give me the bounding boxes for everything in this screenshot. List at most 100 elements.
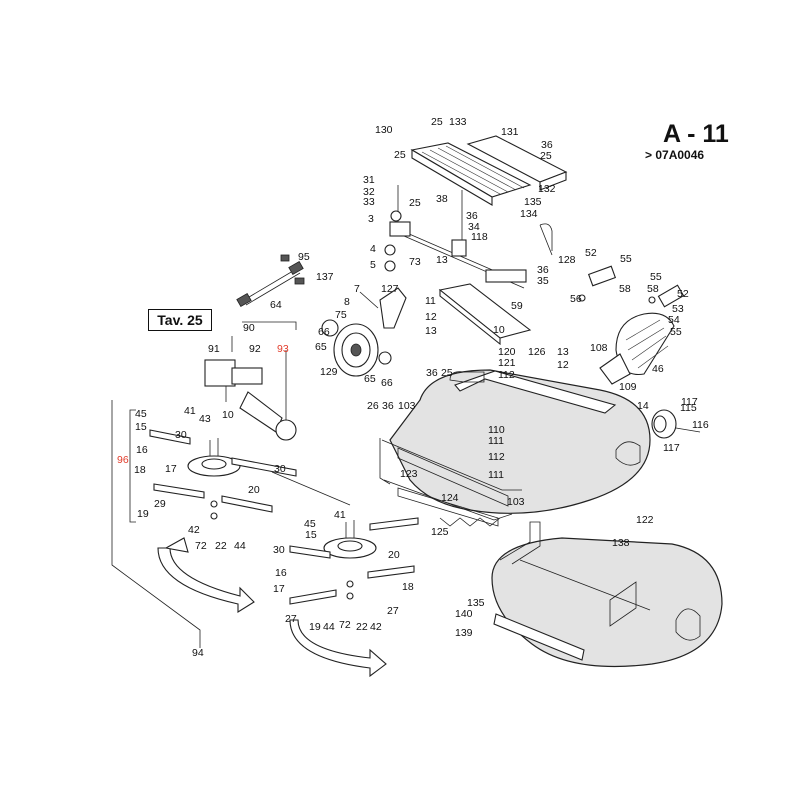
callout-33: 33	[363, 196, 375, 208]
callout-13: 13	[425, 325, 437, 337]
callout-18: 18	[134, 464, 146, 476]
callout-17: 17	[165, 463, 177, 475]
serial-range: > 07A0046	[645, 148, 705, 162]
callout-34: 34	[468, 221, 480, 233]
callout-44: 44	[234, 540, 246, 552]
callout-94: 94	[192, 647, 204, 659]
mower-deck-lower	[491, 521, 723, 668]
callout-8: 8	[344, 296, 350, 308]
callout-46: 46	[652, 363, 664, 375]
callout-22: 22	[215, 540, 227, 552]
rotation-arrow-right	[289, 619, 387, 678]
callout-26: 26	[367, 400, 379, 412]
callout-45: 45	[304, 518, 316, 530]
callout-36: 36	[541, 139, 553, 151]
callout-35: 35	[537, 275, 549, 287]
callout-20: 20	[248, 484, 260, 496]
roller-wheel	[651, 409, 701, 439]
callout-121: 121	[498, 357, 516, 369]
callout-126: 126	[528, 346, 546, 358]
callout-92: 92	[249, 343, 261, 355]
callout-90: 90	[243, 322, 255, 334]
callout-123: 123	[400, 468, 418, 480]
callout-55: 55	[670, 326, 682, 338]
callout-65: 65	[315, 341, 327, 353]
callout-14: 14	[637, 400, 649, 412]
callout-66: 66	[318, 326, 330, 338]
callout-15: 15	[135, 421, 147, 433]
callout-112: 112	[488, 451, 505, 463]
callout-10: 10	[493, 324, 505, 336]
callout-56: 56	[570, 293, 582, 305]
callout-17: 17	[273, 583, 285, 595]
callout-55: 55	[650, 271, 662, 283]
mower-deck-upper	[381, 369, 651, 521]
callout-38: 38	[436, 193, 448, 205]
callout-45: 45	[135, 408, 147, 420]
callout-58: 58	[647, 283, 659, 295]
callout-58: 58	[619, 283, 631, 295]
rotation-arrow-left	[157, 537, 255, 613]
callout-31: 31	[363, 174, 375, 186]
callout-41: 41	[184, 405, 196, 417]
callout-25: 25	[441, 367, 453, 379]
callout-3: 3	[368, 213, 374, 225]
callout-18: 18	[402, 581, 414, 593]
callout-72: 72	[195, 540, 207, 552]
deck-rails	[379, 438, 509, 527]
callout-13: 13	[557, 346, 569, 358]
callout-11: 11	[425, 295, 436, 307]
callout-30: 30	[175, 429, 187, 441]
callout-10: 10	[222, 409, 234, 421]
callout-112: 112	[498, 369, 515, 381]
callout-117: 117	[663, 442, 680, 454]
callout-52: 52	[585, 247, 597, 259]
callout-132: 132	[538, 183, 556, 195]
callout-127: 127	[381, 283, 399, 295]
callout-55: 55	[620, 253, 632, 265]
callout-25: 25	[431, 116, 443, 128]
callout-16: 16	[136, 444, 148, 456]
callout-59: 59	[511, 300, 523, 312]
callout-91: 91	[208, 343, 220, 355]
footrest-platform	[410, 135, 568, 206]
callout-20: 20	[388, 549, 400, 561]
callout-25: 25	[540, 150, 552, 162]
callout-118: 118	[471, 231, 488, 243]
callout-133: 133	[449, 116, 467, 128]
callout-131: 131	[501, 126, 519, 138]
callout-42: 42	[188, 524, 200, 536]
callout-36: 36	[426, 367, 438, 379]
callout-36: 36	[466, 210, 478, 222]
callout-32: 32	[363, 186, 375, 198]
callout-137: 137	[316, 271, 334, 283]
callout-111: 111	[488, 469, 504, 481]
callout-25: 25	[409, 197, 421, 209]
callout-139: 139	[455, 627, 473, 639]
callout-103: 103	[398, 400, 416, 412]
table-code: A - 11	[663, 120, 729, 148]
callout-130: 130	[375, 124, 393, 136]
callout-124: 124	[441, 492, 459, 504]
callout-66: 66	[381, 377, 393, 389]
callout-95: 95	[298, 251, 310, 263]
callout-43: 43	[199, 413, 211, 425]
callout-122: 122	[636, 514, 654, 526]
callout-117: 117	[681, 396, 698, 408]
callout-13: 13	[436, 254, 448, 266]
side-bracket	[438, 283, 532, 346]
callout-135: 135	[467, 597, 485, 609]
blade-assembly-right	[289, 517, 419, 605]
discharge-chute	[599, 312, 675, 385]
callout-115: 115	[680, 402, 697, 414]
callout-138: 138	[612, 537, 630, 549]
callout-128: 128	[558, 254, 576, 266]
callout-36: 36	[537, 264, 549, 276]
gearbox	[204, 359, 297, 441]
callout-44: 44	[323, 621, 335, 633]
callout-27: 27	[285, 613, 297, 625]
reference-box: Tav. 25	[148, 309, 212, 331]
pulley-assembly	[321, 287, 407, 377]
callout-125: 125	[431, 526, 449, 538]
